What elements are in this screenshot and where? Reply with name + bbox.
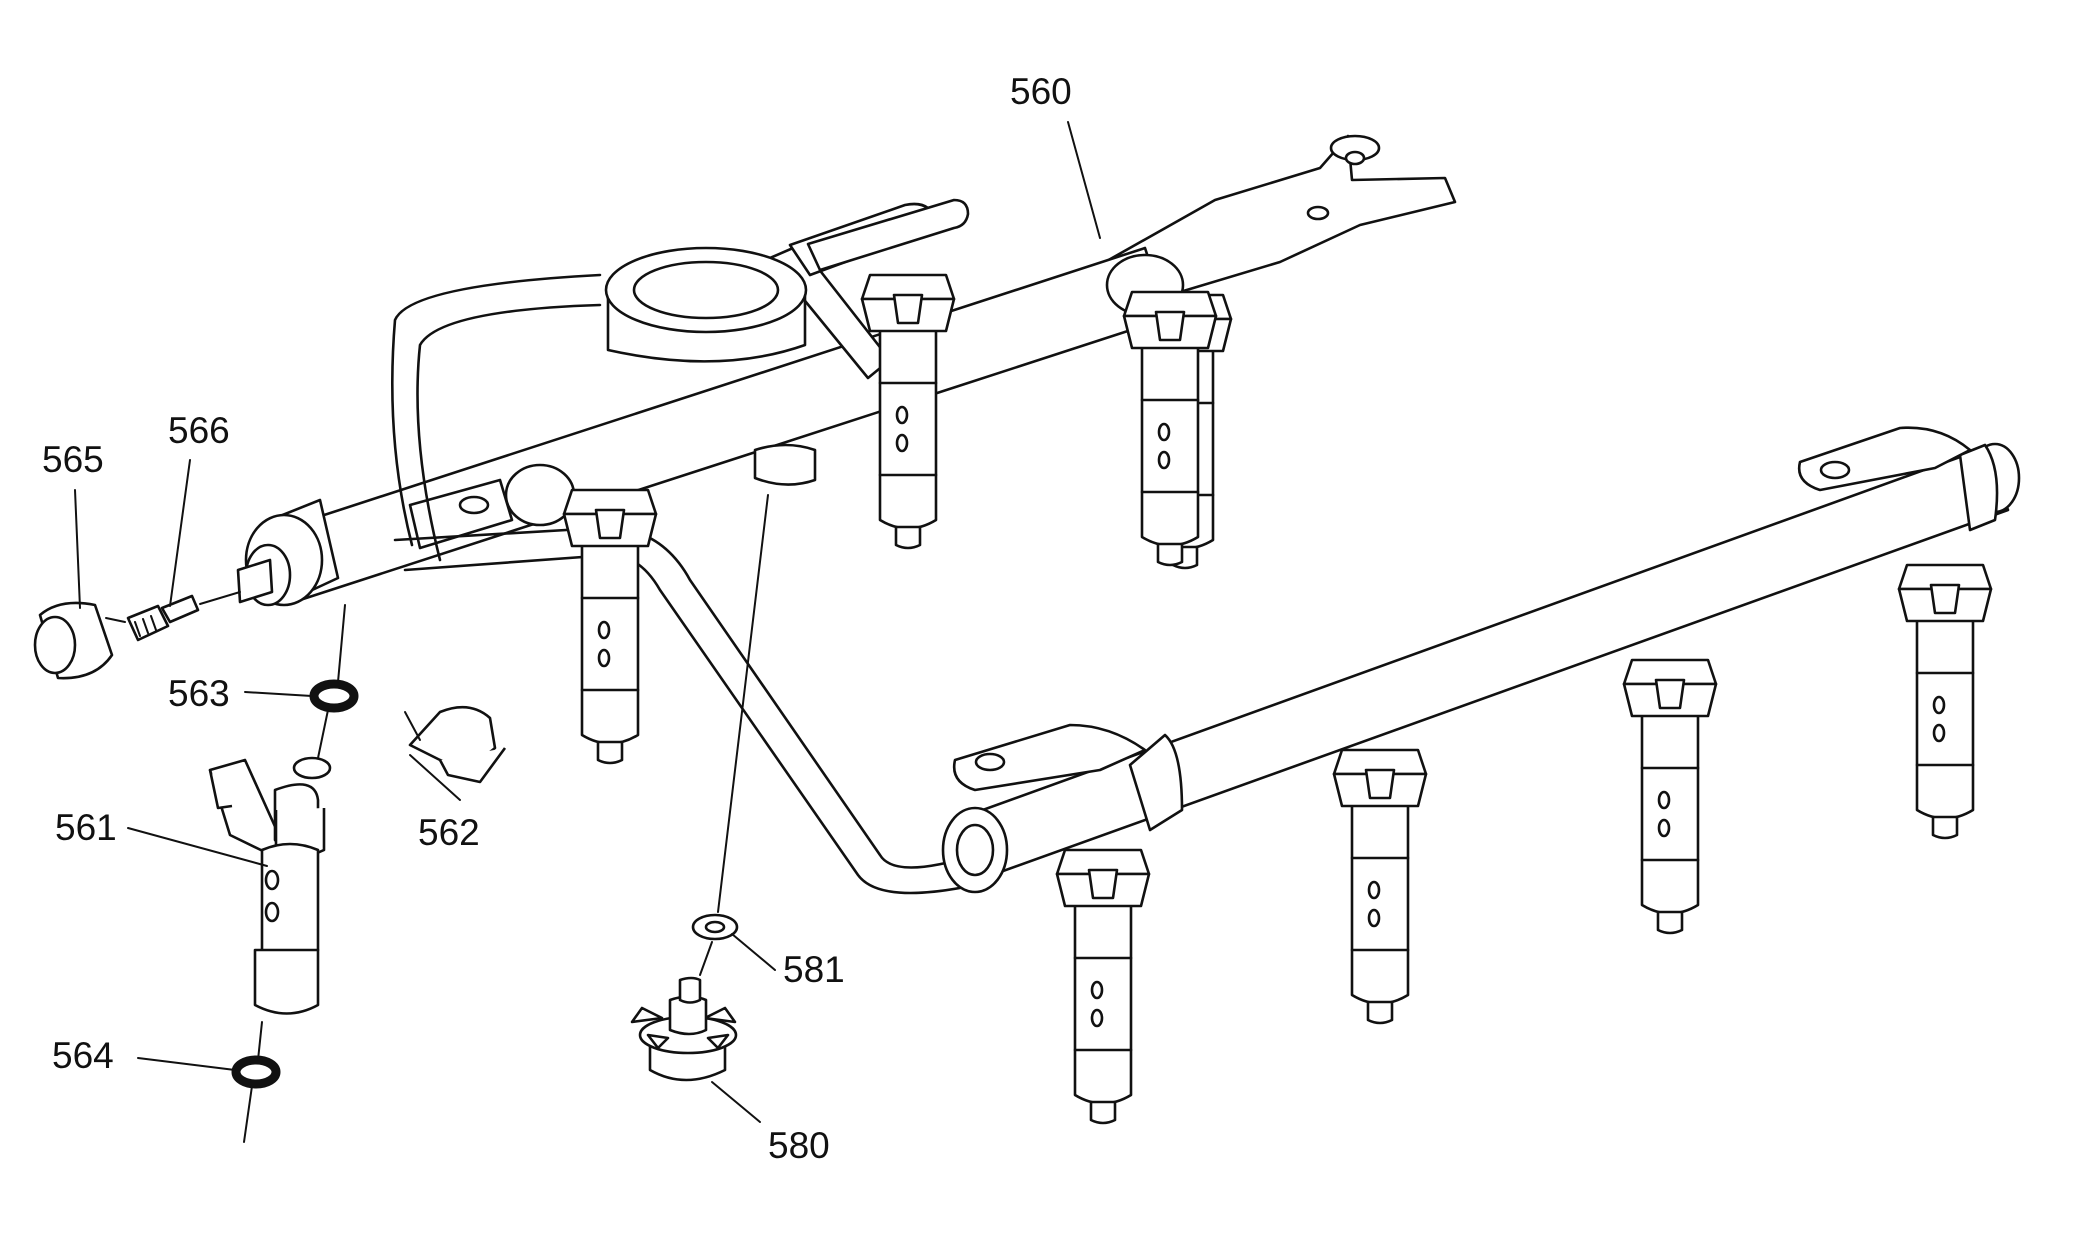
callout-580: 580 <box>768 1125 830 1166</box>
assembly-axis-lines <box>105 494 769 1143</box>
exploded-injector-561 <box>208 756 332 1015</box>
callout-562: 562 <box>418 812 480 853</box>
callout-561: 561 <box>55 807 117 848</box>
lower-fuel-rail <box>941 426 2021 894</box>
callout-581: 581 <box>783 949 845 990</box>
upper-oring-563 <box>309 679 359 713</box>
callout-565: 565 <box>42 439 104 480</box>
retainer-clip-562 <box>404 705 507 784</box>
pressure-regulator-580 <box>630 976 738 1082</box>
upper-fuel-rail <box>236 134 1457 607</box>
callout-564: 564 <box>52 1035 114 1076</box>
callout-566: 566 <box>168 410 230 451</box>
callout-563: 563 <box>168 673 230 714</box>
callout-labels: 560 565 566 563 561 562 564 581 580 <box>42 71 1072 1166</box>
leader-lines <box>74 121 1101 1123</box>
callout-560: 560 <box>1010 71 1072 112</box>
schrader-valve-566 <box>126 594 200 642</box>
cap-565 <box>33 601 114 680</box>
lower-oring-564 <box>231 1055 281 1089</box>
pressure-sensor-581 <box>691 913 739 941</box>
